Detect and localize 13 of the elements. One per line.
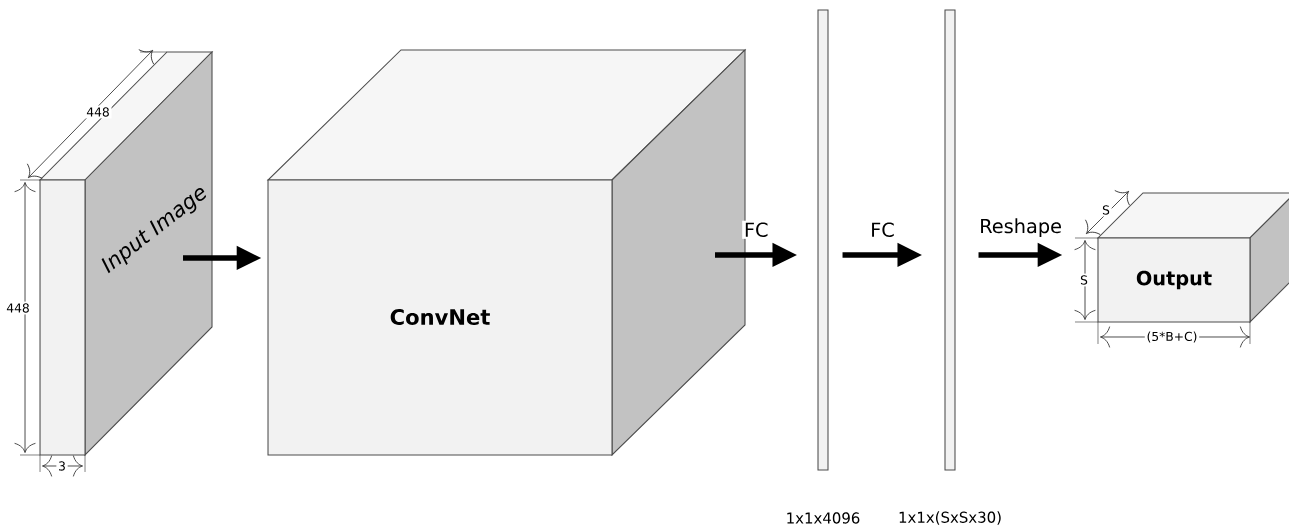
layer-size-label: 1x1x(SxSx30) xyxy=(899,511,1001,525)
dimension-label: S xyxy=(1078,273,1090,287)
layer-size-label: 1x1x4096 xyxy=(787,512,860,524)
dimension-label: 448 xyxy=(84,105,112,119)
dimension-label: (5*B+C) xyxy=(1144,329,1200,345)
edge-label: FC xyxy=(868,220,897,239)
dimension-label: S xyxy=(1100,203,1112,217)
edge-label: FC xyxy=(742,220,771,239)
layer-bar xyxy=(944,9,956,471)
layer-bar xyxy=(817,9,829,471)
dimension-label: 448 xyxy=(4,301,32,315)
edge-label: Reshape xyxy=(977,216,1064,239)
dimension-label: 3 xyxy=(56,459,68,473)
